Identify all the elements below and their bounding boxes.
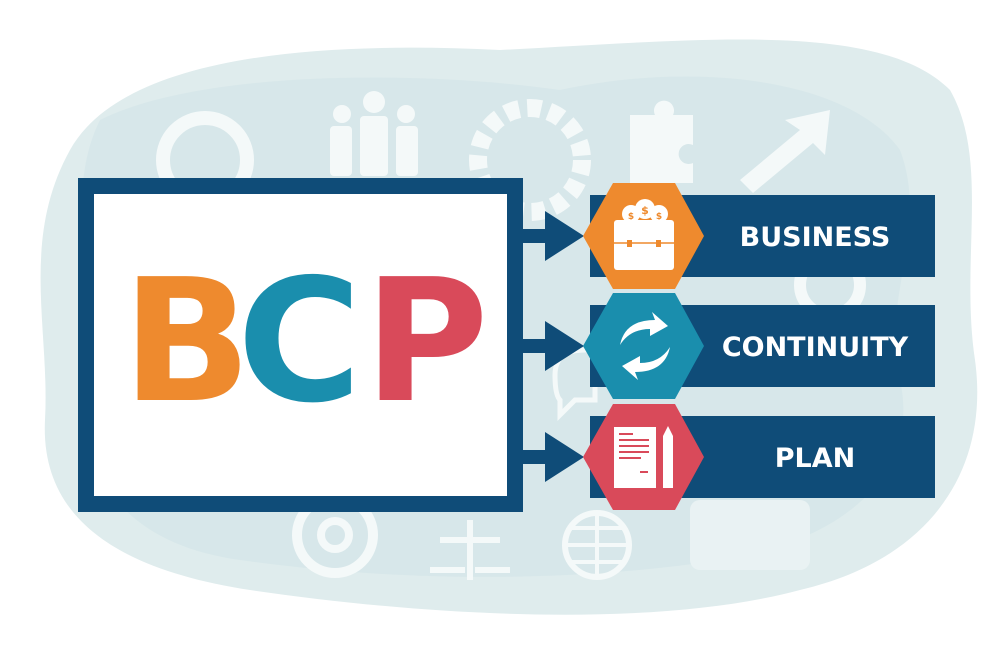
row-continuity: CONTINUITY: [515, 293, 935, 399]
growth-arrow-icon: [740, 110, 830, 193]
connector-stem: [515, 229, 547, 243]
document-pencil-icon: [614, 426, 673, 488]
briefcase-money-icon: $ $ $: [614, 199, 674, 270]
hexagon-badge: [583, 293, 704, 399]
letter-p: P: [364, 243, 489, 441]
gear-icon: [469, 99, 591, 221]
row-business: $ $ $ BUSINESS: [515, 183, 935, 289]
connector-stem: [515, 339, 547, 353]
svg-text:$: $: [628, 212, 634, 222]
people-icon: [330, 91, 418, 176]
refresh-arrows-icon: [620, 312, 670, 380]
row-label: PLAN: [775, 443, 856, 474]
letter-b: B: [122, 243, 252, 441]
background-icons: [156, 91, 866, 580]
connector-stem: [515, 450, 547, 464]
arrow-head-icon: [545, 211, 584, 261]
svg-text:$: $: [641, 204, 649, 217]
puzzle-icon: [630, 100, 693, 183]
row-label: BUSINESS: [740, 222, 891, 253]
row-label: CONTINUITY: [722, 332, 909, 363]
arrow-head-icon: [545, 432, 584, 482]
svg-text:$: $: [656, 212, 662, 222]
row-plan: PLAN: [515, 404, 935, 510]
letter-c: C: [237, 243, 362, 441]
scales-icon: [430, 520, 510, 580]
arrow-head-icon: [545, 321, 584, 371]
briefcase-bg-icon: [690, 500, 810, 570]
